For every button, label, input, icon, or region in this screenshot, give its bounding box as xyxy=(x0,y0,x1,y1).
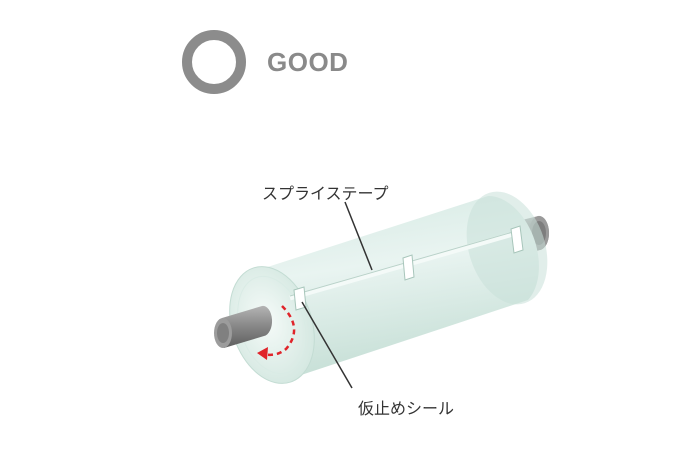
splice-tape-leader-line xyxy=(344,201,373,271)
temporary-seal-right xyxy=(510,225,524,254)
roll-body xyxy=(229,191,548,384)
left-shaft xyxy=(214,305,273,348)
temporary-seal-label: 仮止めシール xyxy=(358,399,455,418)
rotation-arrow-icon xyxy=(257,305,296,360)
circle-good-icon xyxy=(182,30,246,94)
splice-tape-label: スプライステープ xyxy=(262,184,389,203)
temporary-seal-middle xyxy=(402,254,415,281)
temporary-seal-leader-line xyxy=(301,301,353,389)
status-label: GOOD xyxy=(267,47,349,77)
